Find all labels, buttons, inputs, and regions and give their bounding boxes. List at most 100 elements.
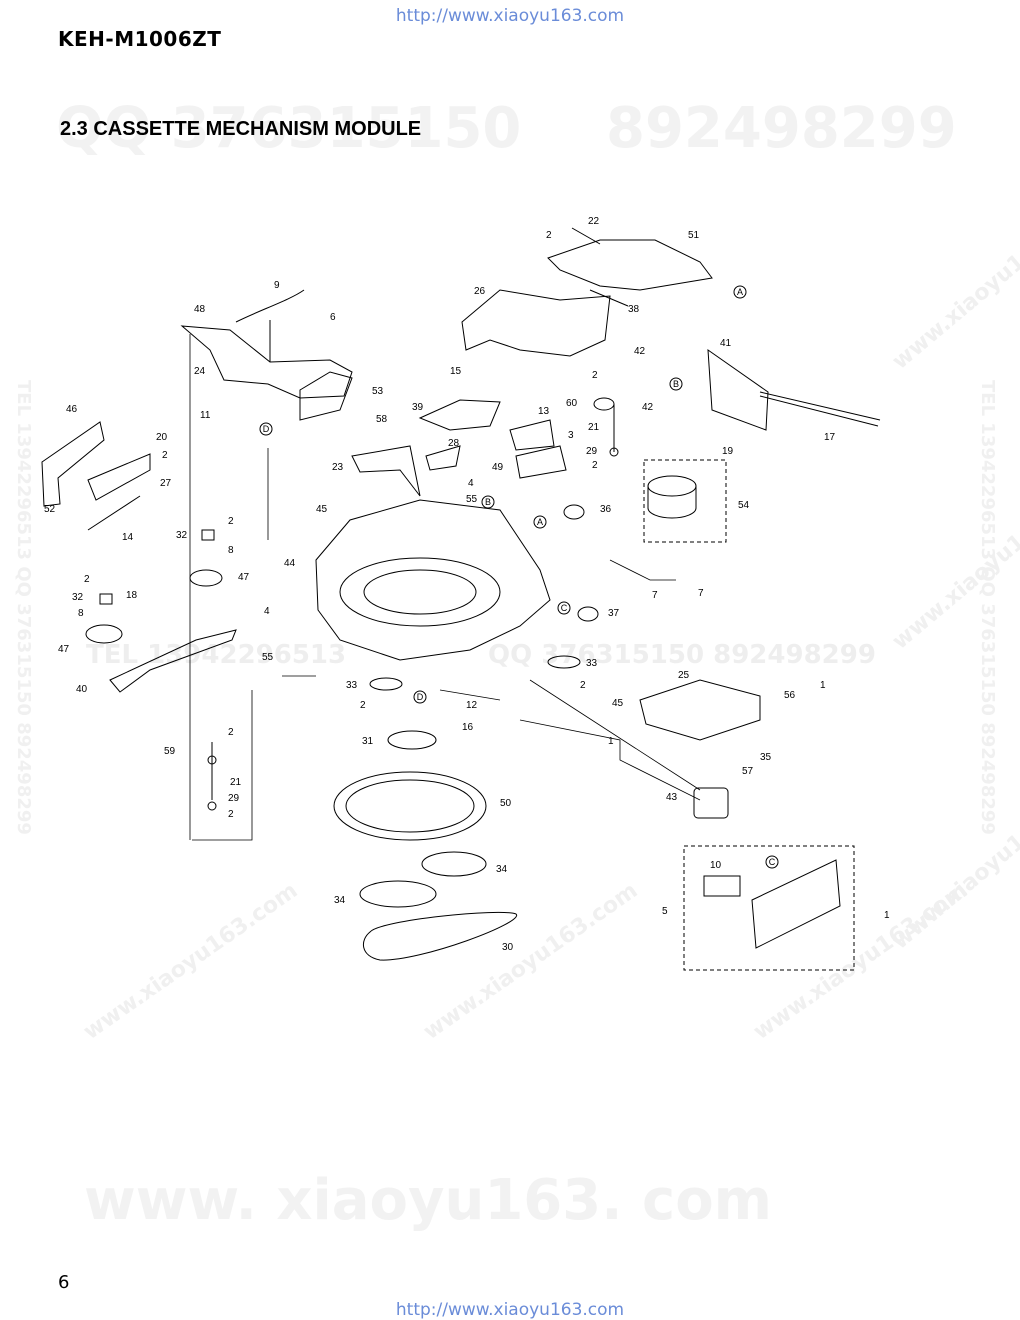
part-label-25: 25	[678, 670, 690, 681]
part-label-7-left: 7	[652, 590, 658, 601]
watermark-diag-1: www.xiaoyu163.com	[888, 192, 1020, 375]
watermark-mid-qq: QQ 376315150 892498299	[488, 640, 876, 670]
part-label-2-f: 2	[84, 574, 90, 585]
part-label-5: 5	[662, 906, 668, 917]
part-label-47-left: 47	[58, 644, 70, 655]
part-label-11: 11	[200, 410, 211, 421]
watermark-qq: QQ 376315150	[56, 96, 522, 161]
motor-43	[693, 787, 729, 819]
pcb-41	[707, 348, 769, 431]
part-label-53: 53	[372, 386, 384, 397]
part-label-4: 4	[468, 478, 474, 489]
part-label-15: 15	[450, 366, 462, 377]
part-label-29-lower: 29	[228, 793, 240, 804]
part-label-58: 58	[376, 414, 388, 425]
part-label-60: 60	[566, 398, 578, 409]
part-label-2-e: 2	[228, 516, 234, 527]
part-label-39: 39	[412, 402, 424, 413]
part-label-8-left: 8	[78, 608, 84, 619]
part-label-22: 22	[588, 216, 600, 227]
part-label-12: 12	[466, 700, 478, 711]
part-label-1-c: 1	[884, 910, 890, 921]
page-number: 6	[58, 1272, 70, 1293]
part-label-32-left: 32	[72, 592, 84, 603]
part-label-30: 30	[502, 942, 514, 953]
flywheel-34-left	[359, 880, 437, 908]
part-label-40: 40	[76, 684, 88, 695]
ref-letter-d-2: D	[417, 692, 424, 702]
watermark-side-right: TEL 13942296513 QQ 376315150 892498299	[977, 380, 998, 835]
motor-box-54	[643, 459, 727, 543]
spring-28	[425, 445, 461, 471]
gear-33-left	[369, 677, 403, 691]
connector-10	[703, 875, 741, 897]
part-label-2-b: 2	[592, 370, 598, 381]
part-label-8-right: 8	[228, 545, 234, 556]
part-label-47-right: 47	[238, 572, 250, 583]
part-label-7-right: 7	[698, 588, 704, 599]
reel-47-right	[189, 569, 223, 587]
ref-letter-c-1: C	[561, 603, 568, 613]
cable-17	[759, 391, 881, 427]
plate-50	[333, 771, 487, 841]
watermark-site: www. xiaoyu163. com	[84, 1168, 773, 1233]
part-label-14: 14	[122, 532, 134, 543]
part-label-43: 43	[666, 792, 678, 803]
part-label-18: 18	[126, 590, 138, 601]
part-label-42-upper: 42	[634, 346, 646, 357]
part-label-21-lower: 21	[230, 777, 242, 788]
part-label-29-upper: 29	[586, 446, 598, 457]
part-label-21-upper: 21	[588, 422, 600, 433]
bracket-27	[87, 453, 151, 501]
part-label-50: 50	[500, 798, 512, 809]
part-label-27: 27	[160, 478, 172, 489]
part-label-34-right: 34	[496, 864, 508, 875]
part-label-20: 20	[156, 432, 168, 443]
watermark-diag-6: www.xiaoyu163.com	[749, 878, 972, 1045]
part-label-38: 38	[628, 304, 640, 315]
part-label-51: 51	[688, 230, 700, 241]
part-label-36: 36	[600, 504, 612, 515]
pcb-5	[751, 859, 841, 949]
part-label-19: 19	[722, 446, 734, 457]
part-label-10: 10	[710, 860, 722, 871]
part-label-2: 2	[546, 230, 552, 241]
watermark-diag-4: www.xiaoyu163.com	[79, 878, 302, 1045]
part-label-31: 31	[362, 736, 374, 747]
part-label-33-left: 33	[346, 680, 358, 691]
gear-36	[563, 504, 585, 520]
frame-52	[41, 421, 105, 507]
part-label-35: 35	[760, 752, 772, 763]
part-label-2-g: 2	[580, 680, 586, 691]
part-label-44: 44	[284, 558, 296, 569]
lever-49	[515, 445, 567, 479]
watermark-diag-2: www.xiaoyu163.com	[888, 472, 1020, 655]
part-label-45-upper: 45	[316, 504, 328, 515]
main-chassis-44	[315, 499, 551, 661]
bracket-25	[639, 679, 761, 741]
pcb-box-5	[683, 845, 855, 971]
part-label-52: 52	[44, 504, 56, 515]
part-label-2-i: 2	[228, 727, 234, 738]
part-label-17: 17	[824, 432, 836, 443]
section-title: 2.3 CASSETTE MECHANISM MODULE	[60, 118, 422, 140]
gear-37	[577, 606, 599, 622]
part-label-33-right: 33	[586, 658, 598, 669]
part-label-4-b: 4	[264, 606, 270, 617]
part-label-24: 24	[194, 366, 206, 377]
belt-30	[362, 911, 517, 961]
watermark-side-left: TEL 13942296513 QQ 376315150 892498299	[13, 380, 34, 835]
flywheel-34-right	[421, 851, 487, 877]
part-label-41: 41	[720, 338, 732, 349]
part-label-45-lower: 45	[612, 698, 624, 709]
part-label-2-d: 2	[592, 460, 598, 471]
part-label-28: 28	[448, 438, 460, 449]
part-label-57: 57	[742, 766, 754, 777]
part-label-13: 13	[538, 406, 550, 417]
part-label-37: 37	[608, 608, 620, 619]
part-label-32-right: 32	[176, 530, 188, 541]
part-label-42-lower: 42	[642, 402, 654, 413]
part-label-46: 46	[66, 404, 78, 415]
part-label-3: 3	[568, 430, 574, 441]
